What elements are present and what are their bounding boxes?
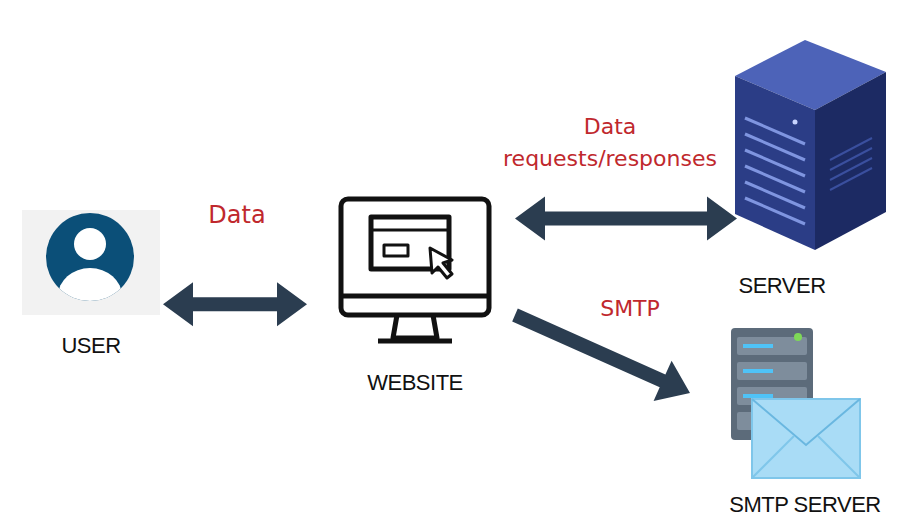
edge-label: Data — [208, 198, 265, 233]
user-node: USER — [22, 210, 160, 370]
server-icon — [735, 40, 886, 250]
node-label: WEBSITE — [367, 370, 463, 396]
server-node: SERVER — [725, 30, 890, 305]
node-label: SERVER — [738, 273, 825, 299]
smtp-server-icon — [731, 328, 860, 478]
user-icon — [22, 210, 160, 324]
thick-arrow — [512, 309, 690, 401]
smtp-server-node: SMTP SERVER — [728, 325, 878, 523]
edge-label: Data requests/responses — [503, 111, 718, 175]
node-label: USER — [61, 333, 120, 359]
thick-arrow — [163, 282, 307, 326]
thick-arrow — [515, 197, 737, 241]
node-label: SMTP SERVER — [729, 492, 880, 518]
edge-label: SMTP — [600, 293, 660, 325]
monitor-icon — [341, 199, 489, 341]
website-node: WEBSITE — [337, 195, 493, 405]
